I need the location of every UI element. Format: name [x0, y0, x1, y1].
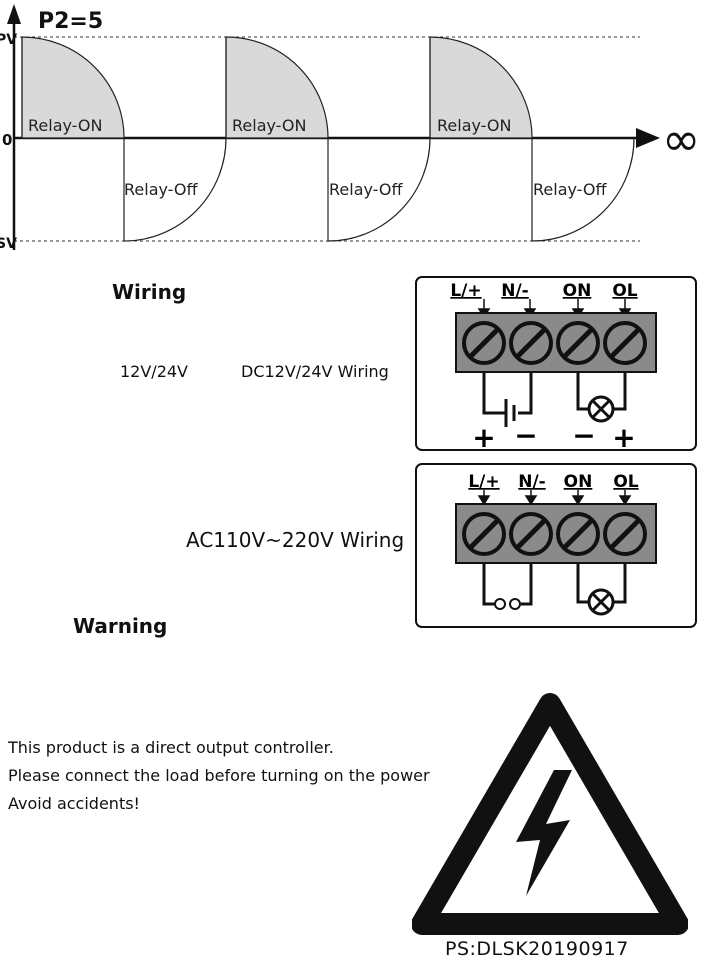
- relay-off-arc: [327, 137, 431, 242]
- terminal-label-on: ON: [563, 281, 592, 301]
- terminal-label-n: N/-: [501, 281, 529, 301]
- lamp-circuit: [576, 372, 627, 423]
- terminal-label-ol: OL: [613, 472, 638, 492]
- relay-off-label: Relay-Off: [124, 180, 198, 199]
- polarity-plus: +: [612, 421, 635, 453]
- relay-on-label: Relay-ON: [232, 116, 306, 135]
- x-axis-arrow: [636, 128, 660, 148]
- wiring-title: Wiring: [112, 280, 187, 304]
- relay-on-arc: [21, 36, 125, 139]
- zero-label: 0: [2, 131, 12, 149]
- relay-off-arc: [123, 137, 227, 242]
- terminal-label-ol: OL: [612, 281, 637, 301]
- terminal-label-on: ON: [564, 472, 593, 492]
- parameter-header: P2=5: [38, 9, 103, 34]
- sv-label: SV: [0, 236, 17, 252]
- pv-label: PV: [0, 32, 17, 48]
- polarity-plus: +: [472, 421, 495, 453]
- relay-on-arc: [429, 36, 533, 139]
- terminal-label-n: N/-: [518, 472, 546, 492]
- relay-off-label: Relay-Off: [329, 180, 403, 199]
- warning-line: Please connect the load before turning o…: [8, 766, 430, 785]
- ac-input-circuit: [482, 563, 533, 610]
- terminal-label-l: L/+: [468, 472, 499, 492]
- relay-on-label: Relay-ON: [28, 116, 102, 135]
- product-code: PS:DLSK20190917: [445, 938, 629, 960]
- dc-wiring-label: DC12V/24V Wiring: [241, 362, 389, 381]
- terminal-arrows: [477, 490, 632, 506]
- lamp-circuit: [576, 563, 627, 616]
- warning-line: This product is a direct output controll…: [8, 738, 334, 757]
- voltage-label: 12V/24V: [120, 362, 188, 381]
- dc-battery-circuit: [482, 372, 533, 427]
- ac-wiring-diagram: L/+ N/- ON OL: [415, 463, 697, 628]
- relay-off-label: Relay-Off: [533, 180, 607, 199]
- infinity-symbol: ∞: [662, 112, 700, 166]
- relay-off-arc: [531, 137, 635, 242]
- lightning-bolt-icon: [516, 770, 572, 896]
- y-axis-arrow: [7, 4, 21, 24]
- warning-line: Avoid accidents!: [8, 794, 140, 813]
- warning-title: Warning: [73, 614, 168, 638]
- relay-on-arc: [225, 36, 329, 139]
- terminal-label-l: L/+: [450, 281, 481, 301]
- screw-terminals: [462, 321, 647, 365]
- polarity-minus: −: [514, 419, 537, 452]
- high-voltage-warning-icon: [412, 693, 688, 935]
- relay-waveform-diagram: P2=5 PV 0 SV ∞ Relay-ON Relay-ON Relay-O…: [0, 4, 700, 252]
- ac-wiring-label: AC110V~220V Wiring: [186, 528, 405, 552]
- polarity-minus: −: [572, 419, 595, 452]
- relay-on-label: Relay-ON: [437, 116, 511, 135]
- dc-wiring-diagram: L/+ N/- ON OL + − − +: [415, 276, 697, 453]
- screw-terminals: [462, 512, 647, 556]
